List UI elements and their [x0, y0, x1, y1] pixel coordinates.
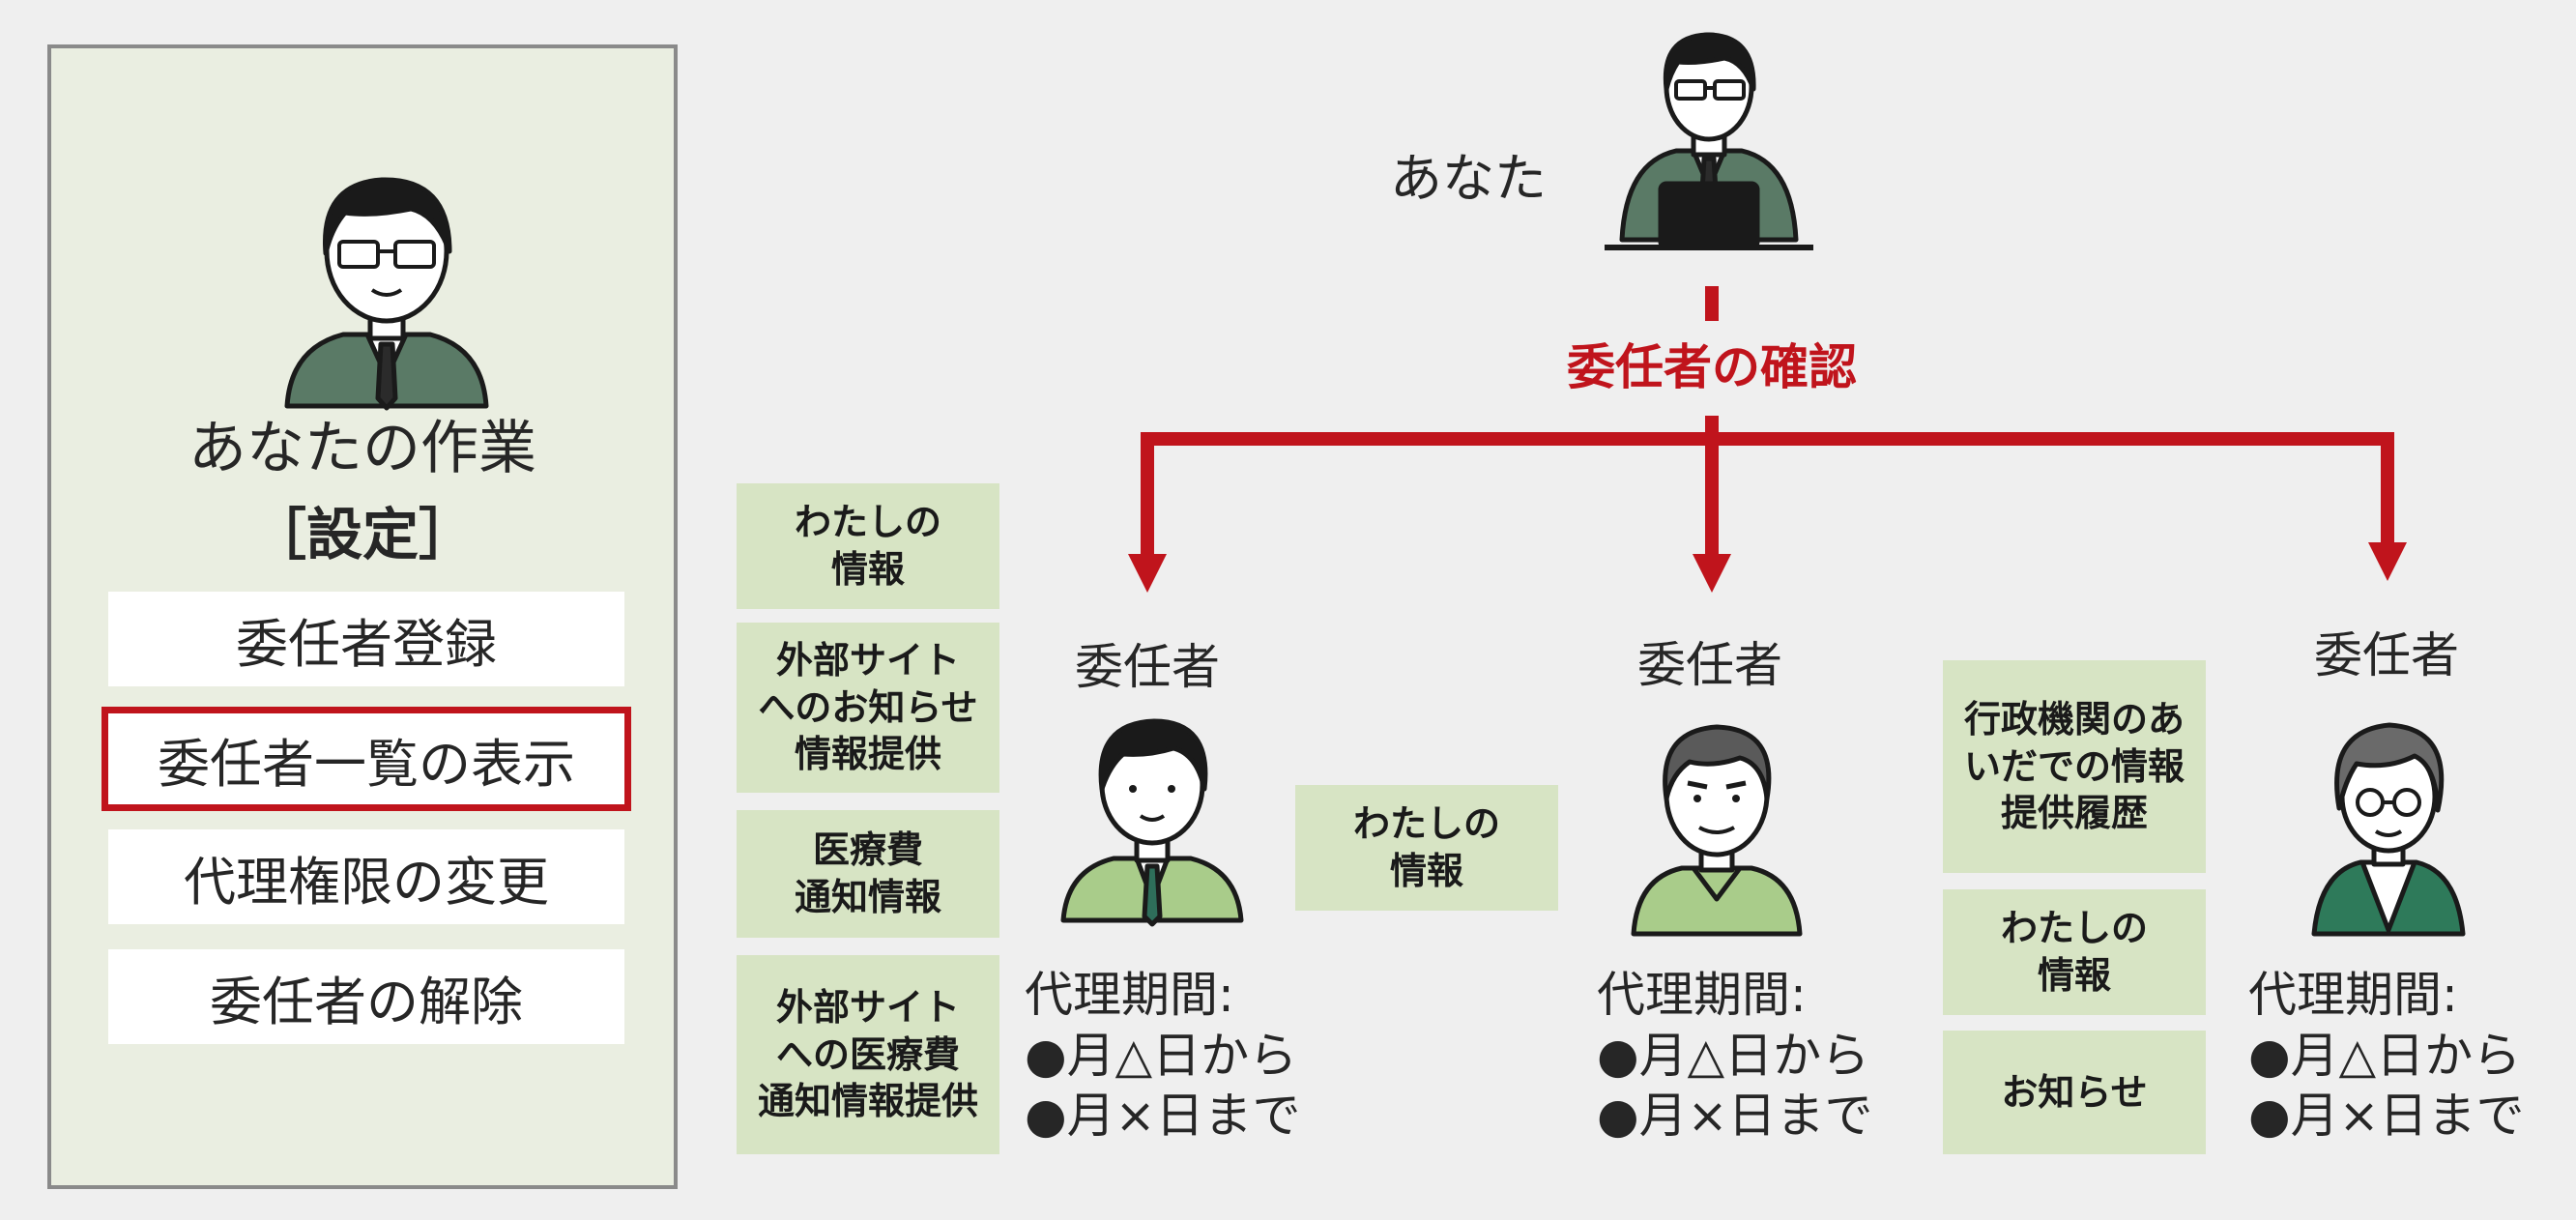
panel-title: あなたの作業 [188, 415, 536, 482]
delegator-2-avatar-icon [1631, 724, 1803, 937]
you-label: あなた [1390, 148, 1547, 209]
period-from: ●月△日から [1597, 1027, 1870, 1084]
panel-subtitle: ［設定］ [249, 502, 475, 567]
period-label: 代理期間: [1025, 967, 1234, 1023]
delegator-3-label: 委任者 [2314, 627, 2459, 683]
delegator-2-label: 委任者 [1637, 637, 1782, 693]
arrowhead-right [2368, 542, 2407, 581]
period-label: 代理期間: [1597, 967, 1807, 1023]
arrowhead-center [1693, 554, 1731, 593]
menu-item-change-permissions[interactable]: 代理権限の変更 [108, 829, 624, 924]
delegator-3-period: 代理期間: ●月△日から ●月×日まで [2248, 965, 2525, 1147]
info-box-external-notice: 外部サイト へのお知らせ 情報提供 [737, 623, 999, 793]
user-avatar-icon [284, 177, 489, 411]
menu-item-remove[interactable]: 委任者の解除 [108, 949, 624, 1044]
horizontal-bar [1141, 432, 2394, 446]
period-to: ●月×日まで [1597, 1088, 1873, 1144]
you-at-laptop-icon [1605, 32, 1813, 250]
confirm-delegators-label: 委任者の確認 [1567, 339, 1857, 395]
period-to: ●月×日まで [2248, 1088, 2525, 1144]
delegator-1-avatar-icon [1060, 718, 1244, 927]
delegator-3-avatar-icon [2311, 722, 2466, 937]
arrowhead-left [1128, 554, 1167, 593]
period-to: ●月×日まで [1025, 1088, 1301, 1144]
info-box-medical-notice: 医療費 通知情報 [737, 810, 999, 938]
period-from: ●月△日から [1025, 1027, 1298, 1084]
info-box-admin-history: 行政機関のあ いだでの情報 提供履歴 [1943, 660, 2206, 873]
info-box-my-info: わたしの 情報 [737, 483, 999, 609]
menu-item-register[interactable]: 委任者登録 [108, 592, 624, 686]
branch-right [2381, 432, 2394, 546]
period-label: 代理期間: [2248, 967, 2458, 1023]
info-box-my-info-2: わたしの 情報 [1295, 785, 1558, 911]
delegator-2-period: 代理期間: ●月△日から ●月×日まで [1597, 965, 1873, 1147]
branch-center [1705, 432, 1719, 558]
branch-left [1141, 432, 1154, 558]
delegator-1-label: 委任者 [1075, 639, 1220, 695]
your-tasks-panel: あなたの作業 ［設定］ 委任者登録 委任者一覧の表示 代理権限の変更 委任者の解… [47, 44, 678, 1189]
info-box-external-medical: 外部サイト への医療費 通知情報提供 [737, 955, 999, 1154]
info-box-my-info-3: わたしの 情報 [1943, 889, 2206, 1015]
info-box-notices: お知らせ [1943, 1031, 2206, 1154]
menu-item-list-view[interactable]: 委任者一覧の表示 [101, 707, 631, 811]
stub-line [1705, 286, 1719, 321]
delegator-1-period: 代理期間: ●月△日から ●月×日まで [1025, 965, 1301, 1147]
period-from: ●月△日から [2248, 1027, 2522, 1084]
